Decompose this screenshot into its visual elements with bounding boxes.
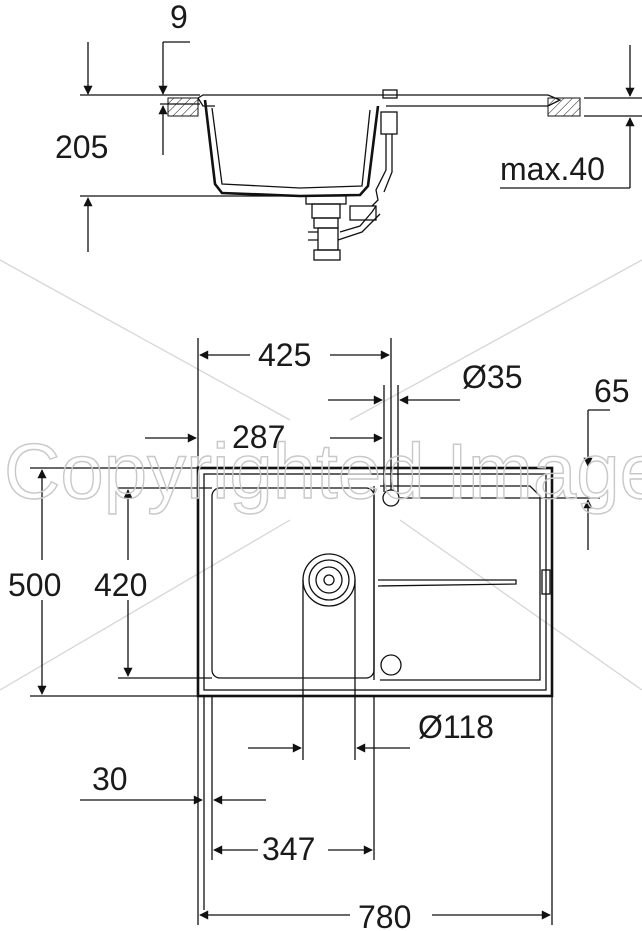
dim-30: 30: [92, 761, 128, 797]
watermark-lines: [0, 259, 642, 691]
side-view: 9 205 max.40: [55, 0, 642, 261]
dim-500: 500: [8, 567, 61, 603]
dim-d35: Ø35: [462, 359, 522, 395]
dim-d118: Ø118: [418, 709, 494, 745]
bowl: [211, 487, 375, 679]
countertop-right: [547, 97, 581, 117]
dim-287: 287: [232, 419, 285, 455]
dim-420: 420: [94, 567, 147, 603]
dim-205: 205: [55, 129, 108, 165]
countertop-left: [167, 97, 199, 117]
watermark-text: Copyrighted Image: [4, 427, 642, 515]
overflow: [380, 654, 402, 676]
dim-65: 65: [594, 373, 630, 409]
top-view: 425 Ø35 65 287 500 420 Ø118: [8, 337, 630, 931]
dim-425: 425: [258, 337, 311, 373]
dim-347: 347: [262, 831, 315, 867]
sink-outline: [196, 466, 554, 698]
dim-max40: max.40: [500, 151, 605, 187]
drain: [302, 553, 356, 607]
dim-9: 9: [170, 0, 188, 35]
dim-780: 780: [358, 899, 411, 931]
